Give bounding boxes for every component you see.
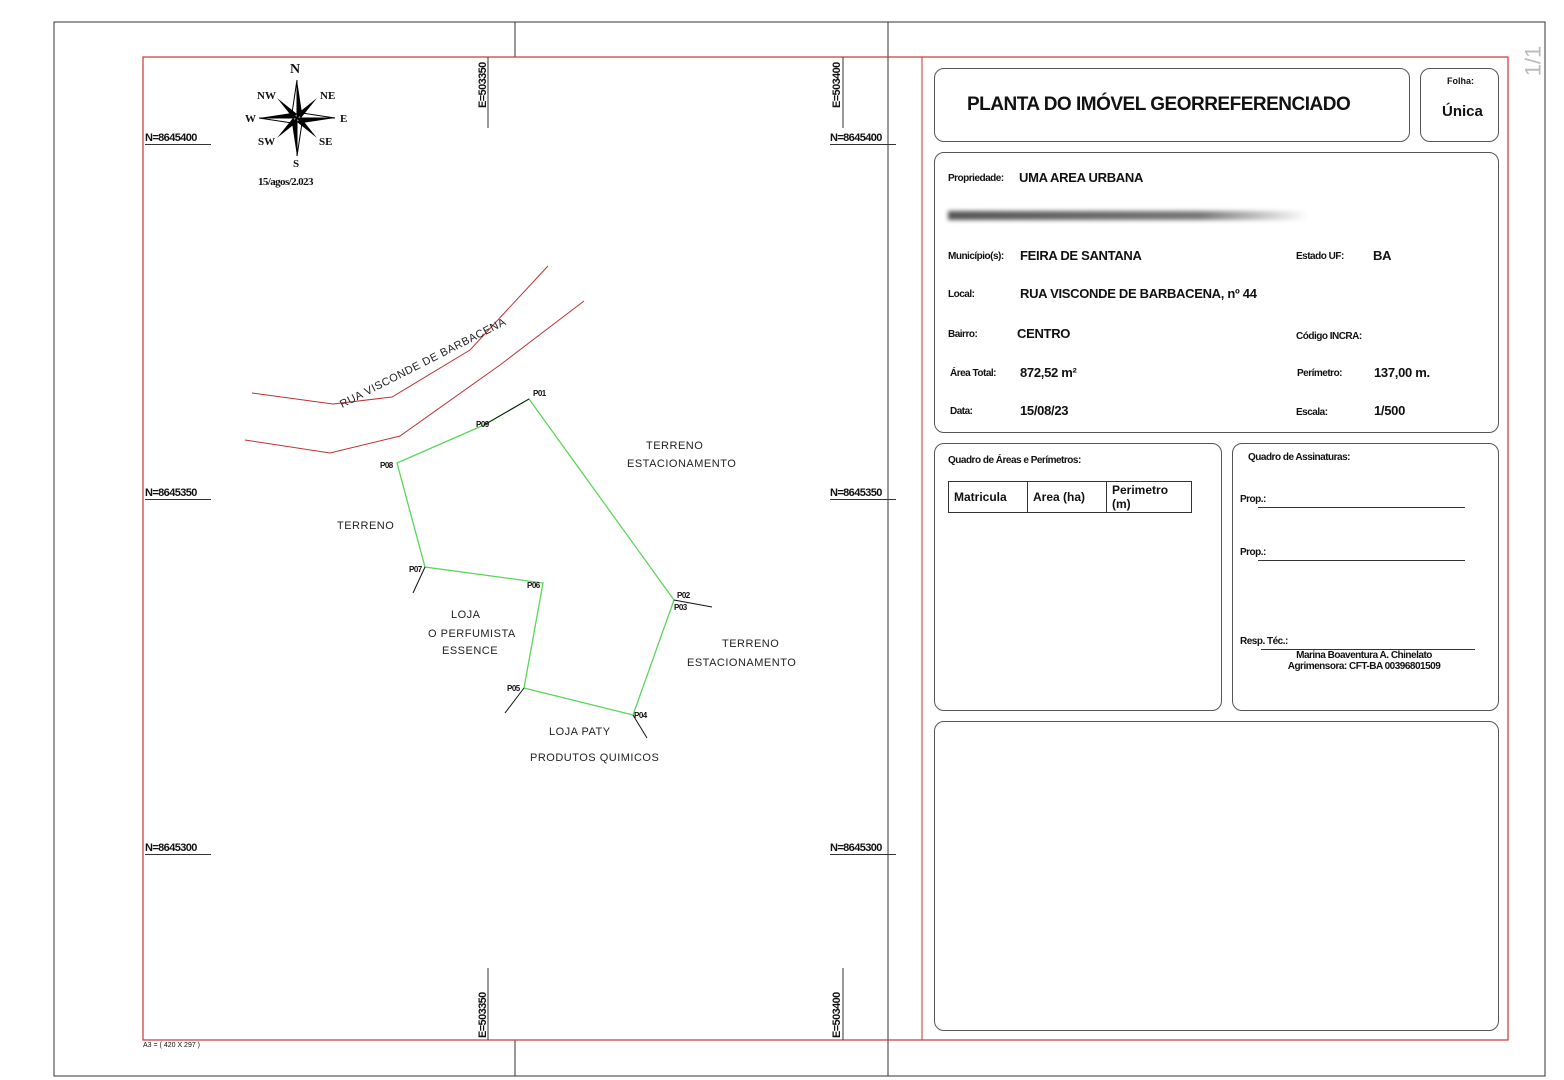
area-label: Área Total: — [950, 368, 997, 379]
municipio-value: FEIRA DE SANTANA — [1020, 248, 1142, 263]
point-label: P03 — [674, 603, 687, 612]
sheet-box: Folha: Única — [1420, 68, 1499, 142]
point-label: P04 — [634, 711, 647, 720]
grid-east-1: E=503350 — [477, 62, 489, 108]
notes-box — [934, 721, 1499, 1031]
municipio-label: Município(s): — [948, 251, 1004, 262]
compass-n: N — [290, 62, 301, 77]
grid-east-2: E=503400 — [831, 62, 843, 108]
grid-north-3-right: N=8645300 — [830, 842, 896, 855]
data-value: 15/08/23 — [1020, 403, 1069, 418]
compass-ne: NE — [320, 90, 336, 102]
areas-box: Quadro de Áreas e Perímetros: Matricula … — [934, 443, 1222, 711]
incra-label: Código INCRA: — [1296, 331, 1362, 342]
label-terreno-right: TERRENO — [722, 638, 780, 650]
signer-name: Marina Boaventura A. Chinelato — [1296, 650, 1432, 661]
col-perimetro: Perimetro (m) — [1106, 481, 1192, 513]
areas-title: Quadro de Áreas e Perímetros: — [948, 455, 1081, 466]
property-info-box: Propriedade: UMA AREA URBANA Município(s… — [934, 152, 1499, 433]
compass-w: W — [245, 113, 256, 125]
label-terreno-top: TERRENO — [646, 440, 704, 452]
point-label: P08 — [380, 461, 393, 470]
prop1-line — [1258, 507, 1465, 508]
escala-value: 1/500 — [1374, 403, 1406, 418]
page-indicator: 1/1 — [1520, 45, 1546, 77]
compass-rose-icon — [258, 79, 336, 157]
signatures-box: Quadro de Assinaturas: Prop.: Prop.: Res… — [1232, 443, 1499, 711]
col-area: Area (ha) — [1027, 481, 1107, 513]
grid-north-2: N=8645350 — [145, 487, 211, 500]
resp-label: Resp. Téc.: — [1240, 636, 1288, 647]
compass-date: 15/agos/2.023 — [258, 176, 313, 188]
perimetro-label: Perímetro: — [1297, 368, 1343, 379]
bairro-label: Bairro: — [948, 329, 978, 340]
label-estacionamento-top: ESTACIONAMENTO — [627, 458, 737, 470]
data-label: Data: — [950, 406, 973, 417]
propriedade-label: Propriedade: — [948, 173, 1004, 184]
label-terreno-left: TERRENO — [337, 520, 395, 532]
grid-north-3: N=8645300 — [145, 842, 211, 855]
bairro-value: CENTRO — [1017, 326, 1071, 341]
local-value: RUA VISCONDE DE BARBACENA, nº 44 — [1020, 286, 1257, 301]
grid-north-1: N=8645400 — [145, 132, 211, 145]
prop2-line — [1258, 560, 1465, 561]
grid-north-1-right: N=8645400 — [830, 132, 896, 145]
propriedade-value: UMA AREA URBANA — [1019, 170, 1144, 185]
escala-label: Escala: — [1296, 407, 1328, 418]
title-box: PLANTA DO IMÓVEL GEORREFERENCIADO — [934, 68, 1410, 142]
compass-e: E — [340, 113, 348, 125]
compass-se: SE — [319, 136, 333, 148]
compass-s: S — [293, 158, 300, 170]
perimetro-value: 137,00 m. — [1374, 365, 1430, 380]
label-loja1: LOJA — [451, 609, 481, 621]
point-label: P07 — [409, 565, 422, 574]
grid-east-1-bottom: E=503350 — [477, 992, 489, 1038]
label-loja-paty: LOJA PATY — [549, 726, 611, 738]
point-label: P09 — [476, 420, 489, 429]
label-perfumista: O PERFUMISTA — [428, 628, 516, 640]
label-estacionamento-right: ESTACIONAMENTO — [687, 657, 797, 669]
compass-sw: SW — [258, 136, 276, 148]
redacted-field — [948, 211, 1308, 220]
label-produtos-quimicos: PRODUTOS QUIMICOS — [530, 752, 660, 764]
col-matricula: Matricula — [948, 481, 1028, 513]
area-value: 872,52 m² — [1020, 365, 1077, 380]
point-label: P06 — [527, 581, 540, 590]
estado-value: BA — [1373, 248, 1392, 263]
paper-size: A3 = ( 420 X 297 ) — [143, 1042, 201, 1049]
page-title: PLANTA DO IMÓVEL GEORREFERENCIADO — [967, 94, 1351, 115]
signatures-title: Quadro de Assinaturas: — [1248, 452, 1351, 463]
prop1-label: Prop.: — [1240, 494, 1266, 505]
signer-credential: Agrimensora: CFT-BA 00396801509 — [1287, 661, 1441, 672]
sheet-label: Folha: — [1447, 76, 1474, 86]
local-label: Local: — [948, 289, 975, 300]
point-label: P01 — [533, 389, 546, 398]
grid-north-2-right: N=8645350 — [830, 487, 896, 500]
compass-nw: NW — [257, 90, 276, 102]
sheet-value: Única — [1442, 103, 1483, 120]
point-label: P02 — [677, 591, 690, 600]
estado-label: Estado UF: — [1296, 251, 1344, 262]
point-label: P05 — [507, 684, 520, 693]
prop2-label: Prop.: — [1240, 547, 1266, 558]
grid-east-2-bottom: E=503400 — [831, 992, 843, 1038]
resp-line — [1261, 649, 1475, 650]
areas-table: Matricula Area (ha) Perimetro (m) — [948, 481, 1192, 513]
label-essence: ESSENCE — [442, 645, 499, 657]
